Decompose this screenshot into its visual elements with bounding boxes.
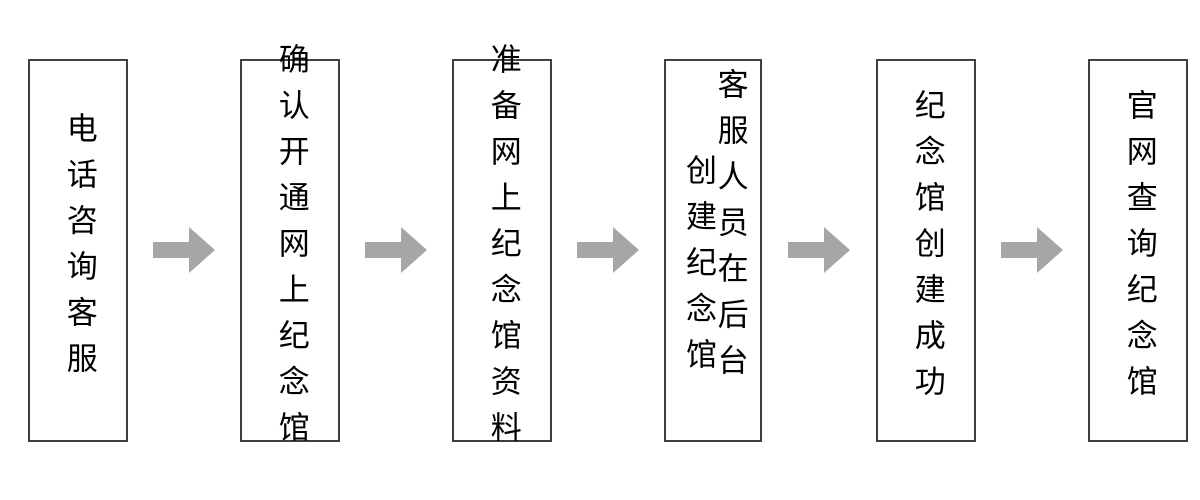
spacer [552, 250, 577, 251]
process-node-5-label: 纪念馆创建成功 [908, 89, 945, 411]
process-node-2[interactable]: 确认开通网上纪念馆 [240, 43, 340, 457]
process-node-4-label-line-2: 创建纪念馆 [680, 154, 716, 384]
process-node-4-label-line-1: 客服人员在后台 [711, 68, 748, 390]
connector-arrow-3 [577, 223, 639, 277]
spacer [340, 250, 365, 251]
process-node-5[interactable]: 纪念馆创建成功 [876, 58, 976, 442]
spacer [762, 250, 788, 251]
process-node-1[interactable]: 电话咨询客服 [28, 58, 128, 442]
connector-arrow-2 [365, 223, 427, 277]
process-node-1-label: 电话咨询客服 [60, 112, 97, 388]
connector-arrow-4 [788, 223, 850, 277]
spacer [976, 250, 1001, 251]
process-node-3[interactable]: 准备网上纪念馆资料 [452, 43, 552, 457]
process-node-6[interactable]: 官网查询纪念馆 [1088, 58, 1188, 442]
spacer [427, 250, 452, 251]
process-node-2-label: 确认开通网上纪念馆 [272, 43, 309, 457]
connector-arrow-1 [153, 223, 215, 277]
connector-arrow-5 [1001, 223, 1063, 277]
process-node-4[interactable]: 客服人员在后台 创建纪念馆 [664, 58, 762, 442]
spacer [1063, 250, 1088, 251]
process-node-6-label: 官网查询纪念馆 [1120, 89, 1157, 411]
spacer [850, 250, 876, 251]
process-node-3-label: 准备网上纪念馆资料 [484, 43, 521, 457]
spacer [128, 250, 153, 251]
spacer [215, 250, 240, 251]
spacer [639, 250, 664, 251]
